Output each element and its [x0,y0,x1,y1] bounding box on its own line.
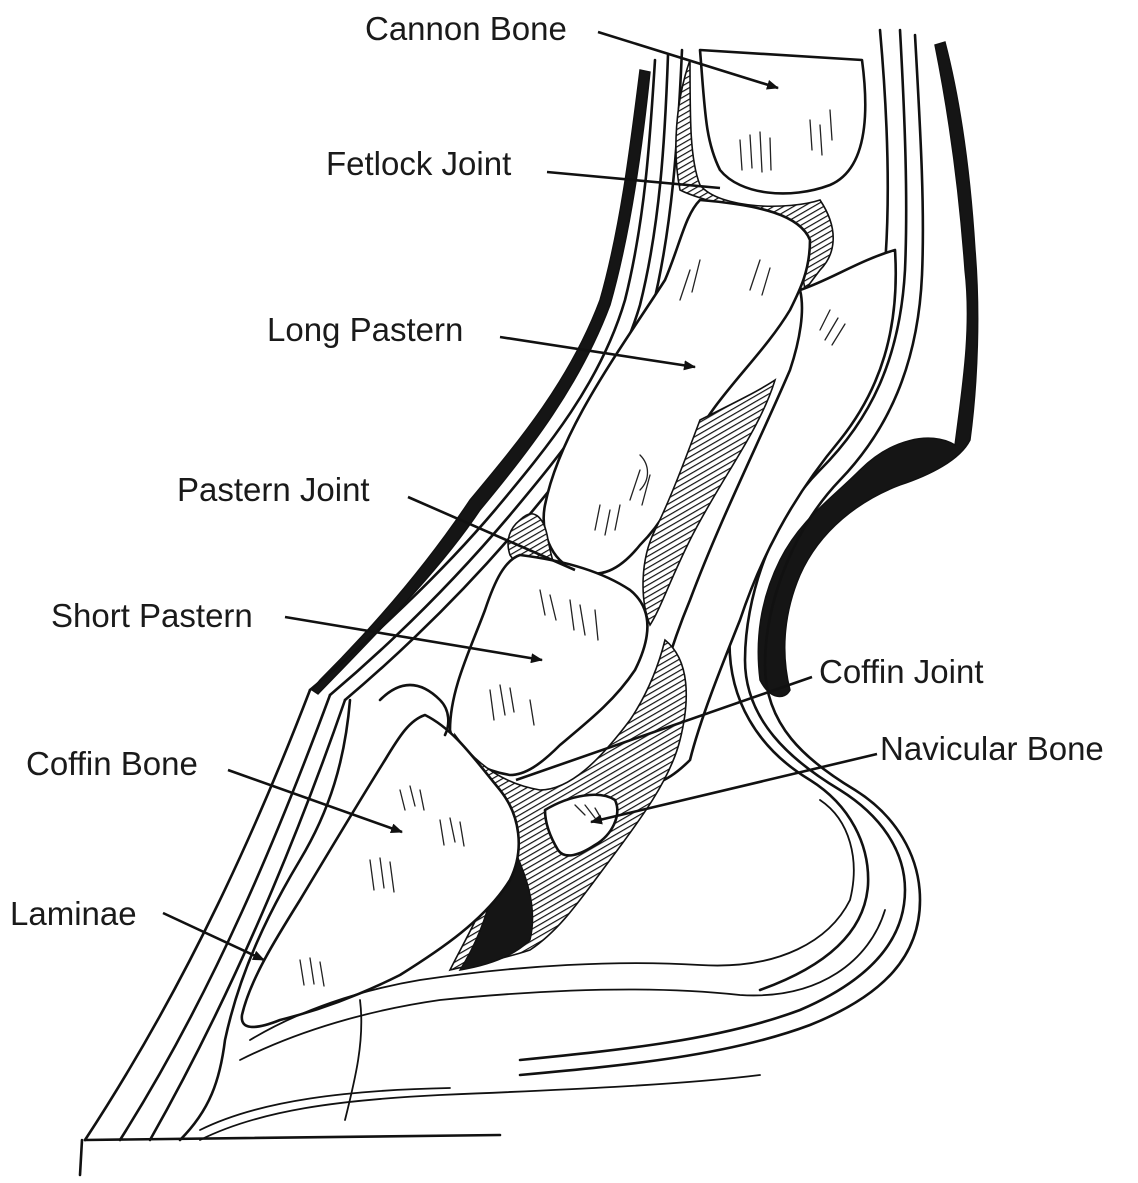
label-cannon-bone: Cannon Bone [365,12,567,45]
label-fetlock-joint: Fetlock Joint [326,147,511,180]
laminae-arrow [163,913,264,960]
label-navicular-bone: Navicular Bone [880,732,1104,765]
label-pastern-joint: Pastern Joint [177,473,370,506]
label-short-pastern: Short Pastern [51,599,253,632]
coffin-bone-shape [242,715,519,1027]
label-coffin-bone: Coffin Bone [26,747,198,780]
label-coffin-joint: Coffin Joint [819,655,983,688]
label-laminae: Laminae [10,897,137,930]
label-long-pastern: Long Pastern [267,313,463,346]
